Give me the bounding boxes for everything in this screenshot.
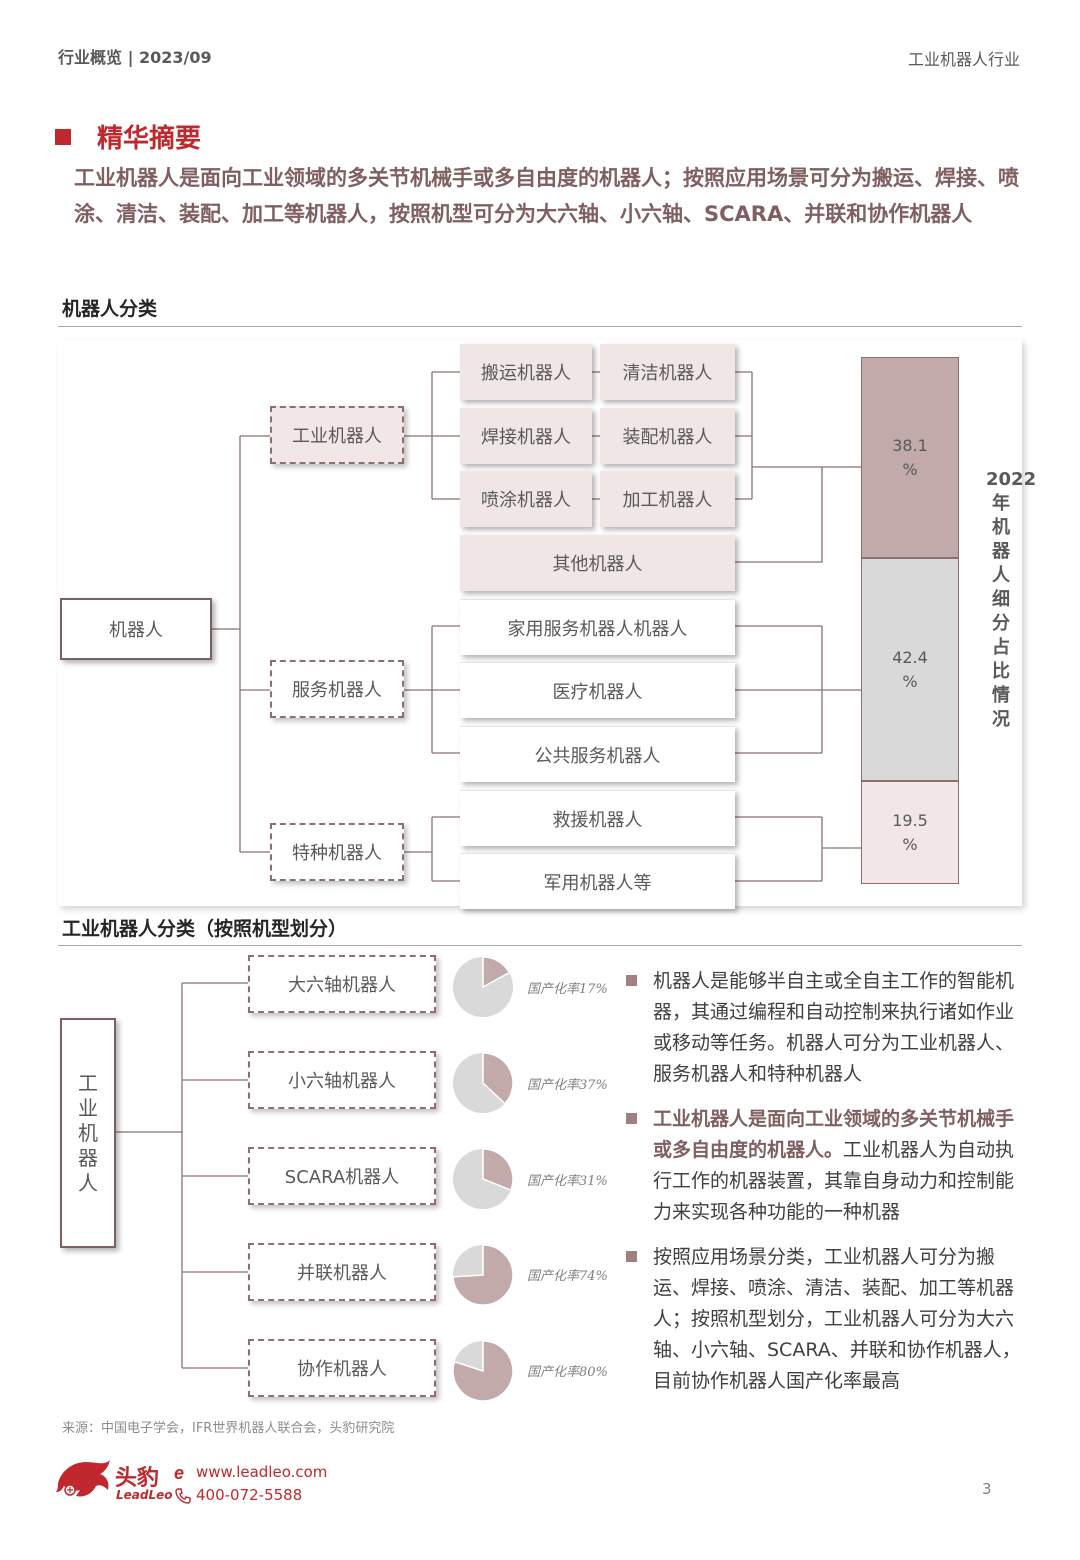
phone-icon [175,1488,191,1504]
bar-value-special: 19.5 [892,810,928,830]
root-robot-box: 机器人 [60,598,212,660]
summary-text: 工业机器人是面向工业领域的多关节机械手或多自由度的机器人；按照应用场景可分为搬运… [74,166,1019,226]
type-collaborative: 协作机器人 [248,1339,436,1397]
diagram1-heading: 机器人分类 [62,298,158,320]
page-number: 3 [982,1480,992,1498]
pie-domestic-rate-slice [482,1148,514,1192]
bullet-text: 按照应用场景分类，工业机器人可分为搬运、焊接、喷涂、清洁、装配、加工等机器人；按… [653,1242,1026,1397]
category-special-box: 特种机器人 [270,823,404,881]
bar-vertical-label: 2022年机器人细分占比情况 [986,469,1037,730]
bullet-text: 工业机器人是面向工业领域的多关节机械手或多自由度的机器人。工业机器人为自动执行工… [653,1104,1026,1228]
diagram2-rule [58,945,1022,946]
brand-name-en: LeadLeo [116,1488,173,1502]
square-bullet-icon [55,128,71,145]
bullet-text: 机器人是能够半自主或全自主工作的智能机器，其通过编程和自动控制来执行诸如作业或移… [653,966,1026,1090]
bar-segment-industrial: 38.1 % [861,357,959,558]
square-bullet-icon [626,1251,637,1262]
contact-phone: 400-072-5588 [196,1486,303,1504]
brand-name-cn: 头豹 [115,1466,160,1491]
leaf-rescue-robot: 救援机器人 [460,790,735,846]
bullet-body: 机器人是能够半自主或全自主工作的智能机器，其通过编程和自动控制来执行诸如作业或移… [653,970,1015,1085]
leaf-assembly-robot: 装配机器人 [600,408,735,464]
bar-segment-special: 19.5 % [861,781,959,884]
leaf-processing-robot: 加工机器人 [600,471,735,527]
pie-label-collaborative: 国产化率80% [527,1365,608,1380]
source-note: 来源：中国电子学会，IFR世界机器人联合会，头豹研究院 [62,1421,395,1436]
square-bullet-icon [626,1113,637,1124]
type-scara: SCARA机器人 [248,1147,436,1205]
industrial-robot-root-box: 工业机器人 [60,1018,116,1248]
bullet-list: 机器人是能够半自主或全自主工作的智能机器，其通过编程和自动控制来执行诸如作业或移… [626,966,1026,1411]
leaf-other-robot: 其他机器人 [460,535,735,591]
leaf-public-service-robot: 公共服务机器人 [460,726,735,782]
leopard-logo-icon [56,1460,110,1497]
pie-label-small-six-axis: 国产化率37% [527,1078,608,1093]
pie-label-parallel: 国产化率74% [527,1269,608,1284]
pie-domestic-rate-slice [452,1340,514,1402]
leaf-household-service-robot: 家用服务机器人机器人 [460,599,735,655]
leaf-welding-robot: 焊接机器人 [460,408,592,464]
bar-unit-service: % [902,671,918,691]
pie-collaborative [452,1340,514,1402]
category-industrial-box: 工业机器人 [270,406,404,464]
web-e-icon: e [174,1463,184,1483]
section-title-text: 精华摘要 [97,124,202,154]
leaf-cleaning-robot: 清洁机器人 [600,344,735,400]
pie-parallel [452,1244,514,1306]
pie-scara [453,1148,514,1209]
square-bullet-icon [626,975,637,986]
bar-value-industrial: 38.1 [892,435,928,455]
pie-large-six-axis [453,956,513,1017]
pie-domestic-rate-slice [482,1052,514,1105]
bar-unit-special: % [902,834,918,854]
bullet-body: 按照应用场景分类，工业机器人可分为搬运、焊接、喷涂、清洁、装配、加工等机器人；按… [653,1246,1021,1392]
diagram1-rule [58,326,1022,327]
header-report-date: 行业概览 | 2023/09 [58,48,212,67]
leaf-military-robot: 军用机器人等 [460,853,735,909]
bar-unit-industrial: % [902,459,918,479]
pie-label-scara: 国产化率31% [527,1174,608,1189]
pie-domestic-rate-slice [482,956,511,989]
header-industry: 工业机器人行业 [907,50,1020,69]
bar-segment-service: 42.4 % [861,558,959,781]
diagram2-heading: 工业机器人分类（按照机型划分） [62,918,348,940]
bullet-item: 工业机器人是面向工业领域的多关节机械手或多自由度的机器人。工业机器人为自动执行工… [626,1104,1026,1228]
leaf-medical-robot: 医疗机器人 [460,662,735,718]
type-parallel: 并联机器人 [248,1243,436,1301]
type-small-six-axis: 小六轴机器人 [248,1051,436,1109]
svg-text:e: e [174,1463,184,1483]
bullet-bold: 工业机器人是面向工业领域的多关节机械手或多自由度的机器人。 [653,1108,1015,1161]
pie-domestic-rate-slice [452,1244,514,1306]
bullet-item: 机器人是能够半自主或全自主工作的智能机器，其通过编程和自动控制来执行诸如作业或移… [626,966,1026,1090]
contact-website[interactable]: www.leadleo.com [196,1463,328,1481]
type-large-six-axis: 大六轴机器人 [248,955,436,1013]
leaf-handling-robot: 搬运机器人 [460,344,592,400]
section-title: 精华摘要 [55,118,201,155]
category-service-box: 服务机器人 [270,660,404,718]
bullet-item: 按照应用场景分类，工业机器人可分为搬运、焊接、喷涂、清洁、装配、加工等机器人；按… [626,1242,1026,1397]
pie-label-large-six-axis: 国产化率17% [527,982,608,997]
bar-value-service: 42.4 [892,647,928,667]
leaf-spraying-robot: 喷涂机器人 [460,471,592,527]
pie-small-six-axis [453,1052,514,1113]
bullet-body: 工业机器人为自动执行工作的机器装置，其靠自身动力和控制能力来实现各种功能的一种机… [653,1139,1015,1223]
